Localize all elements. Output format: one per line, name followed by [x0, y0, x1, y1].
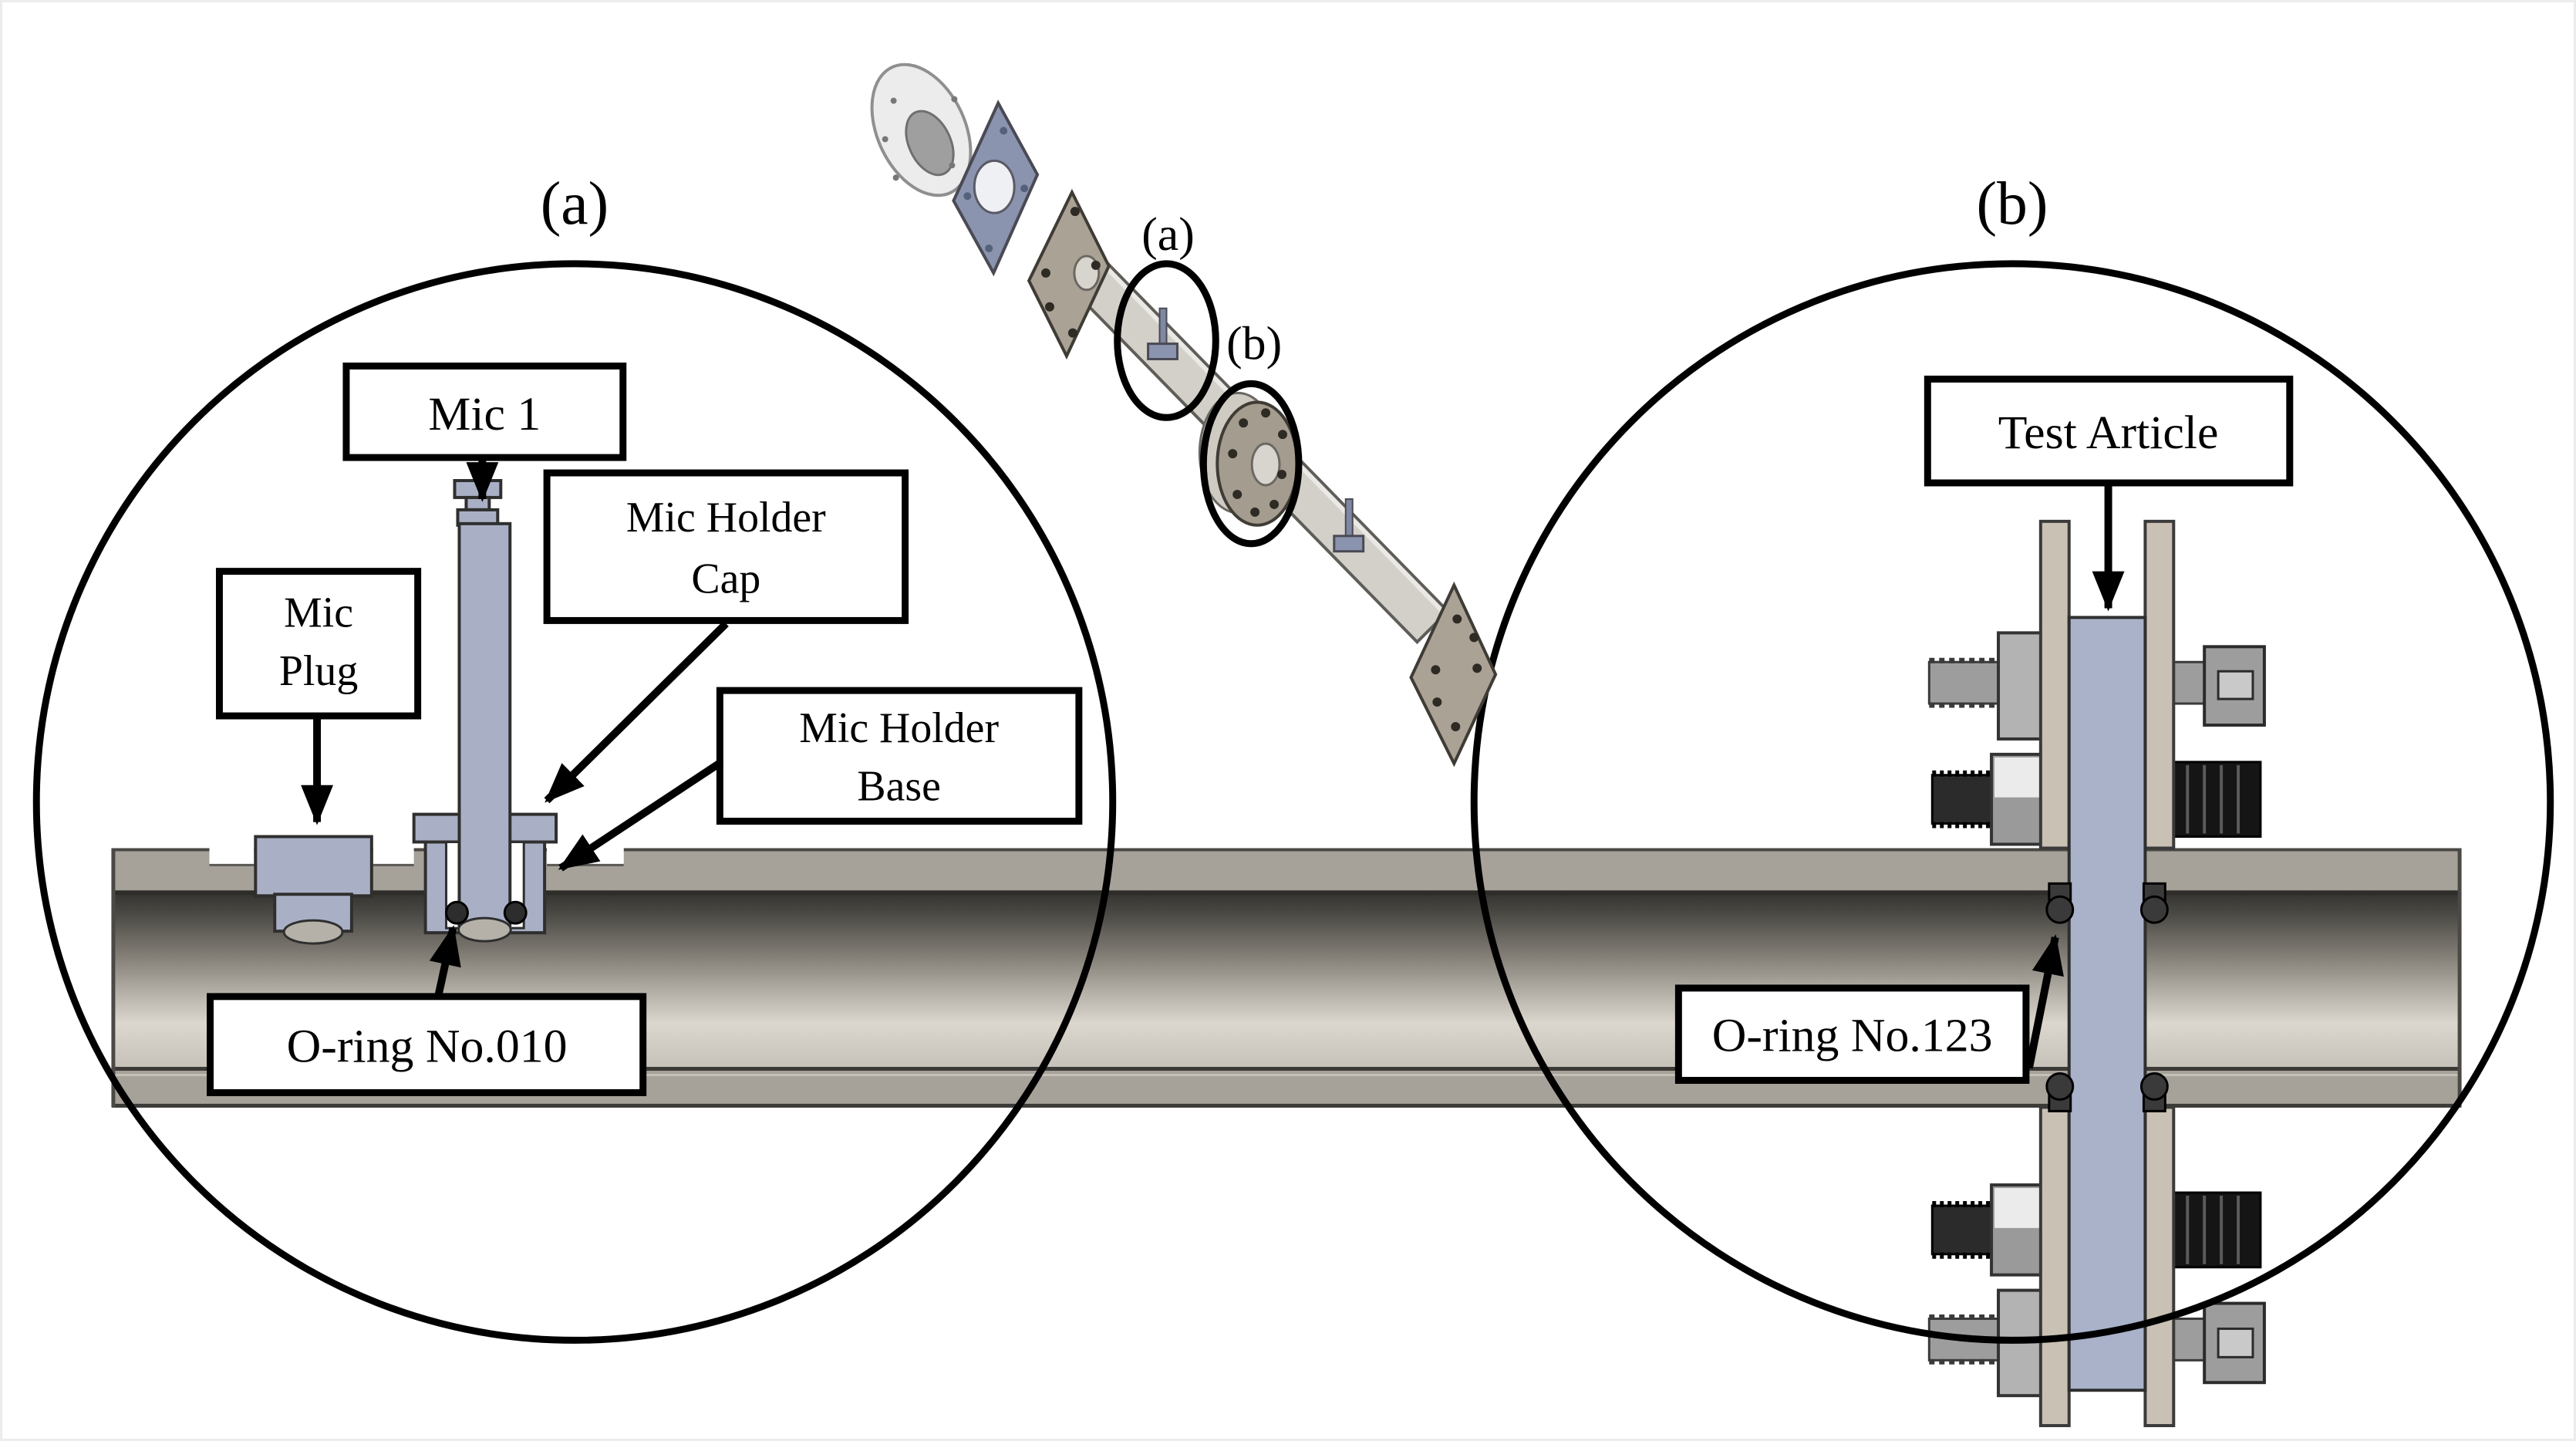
end-plate: [1409, 581, 1498, 768]
test-article-assembly: [1927, 519, 2266, 1428]
label-text: Plug: [279, 647, 358, 695]
test-article-slab: [2067, 616, 2147, 1392]
mic-plug: [254, 835, 373, 945]
stud-row-upper: [1930, 752, 2262, 846]
stud-row-lower: [1930, 1183, 2262, 1277]
mic-top-cap: [453, 479, 503, 499]
iso-mic-screw-1: [1147, 307, 1178, 361]
label-text: Test Article: [1998, 407, 2219, 459]
bolt-head-slot: [2217, 1327, 2254, 1358]
ring-spacer-bore: [905, 110, 955, 177]
flange-disk-bore: [1250, 442, 1281, 487]
o-ring-123-top-right: [2139, 895, 2169, 924]
mic-body: [457, 521, 512, 927]
label-mic-holder-cap: Mic Holder Cap: [543, 469, 909, 624]
label-mic-holder-base: Mic Holder Base: [716, 687, 1083, 825]
label-text: Mic Holder: [626, 494, 826, 542]
wall-step-notch: [209, 846, 255, 866]
panel-a-title: (a): [541, 170, 609, 238]
mic-plug-face: [282, 919, 344, 945]
arrow-mic-holder-cap: [544, 620, 729, 804]
label-oring-010: O-ring No.010: [207, 993, 647, 1096]
bolt-head-slot: [2217, 670, 2254, 700]
label-oring-123: O-ring No.123: [1674, 984, 2030, 1084]
callout-b-label: (b): [1226, 318, 1282, 370]
o-ring-010-left: [445, 900, 469, 925]
blue-plate-hole: [973, 159, 1016, 214]
o-ring-123-bottom-right: [2139, 1072, 2169, 1101]
mic-neck: [464, 495, 491, 511]
o-ring-123-set: [2045, 882, 2169, 1112]
mic-plug-body: [254, 835, 373, 898]
arrow-oring-123: [2025, 934, 2064, 1069]
arrow-mic-holder-base: [558, 758, 724, 872]
label-box: [716, 687, 1083, 825]
label-test-article: Test Article: [1924, 375, 2294, 487]
arrow-oring-010: [429, 925, 461, 996]
microphone: [453, 479, 512, 943]
flange-plate-left-upper: [2038, 519, 2071, 850]
label-box: [1674, 984, 2030, 1084]
callout-circle-b: [1199, 380, 1303, 548]
label-box: [215, 568, 422, 720]
o-ring-123-bottom-left: [2045, 1072, 2075, 1101]
detail-circle-b: [1470, 260, 2554, 1344]
label-text: O-ring No.010: [287, 1021, 568, 1073]
tan-flange-plate: [1027, 188, 1111, 360]
flange-plate-right-lower: [2143, 1105, 2176, 1428]
label-box: [207, 993, 647, 1096]
label-box: [543, 469, 909, 624]
label-text: Mic Holder: [799, 704, 999, 752]
label-text: Mic 1: [428, 388, 541, 440]
wall-step-notch: [373, 846, 414, 866]
exploded-assembly: (a) (b): [870, 62, 1498, 768]
callout-circle-a: [1114, 260, 1219, 421]
label-mic1: Mic 1: [342, 362, 627, 461]
label-text: O-ring No.123: [1712, 1010, 1993, 1062]
flange-plate-right-upper: [2143, 519, 2176, 850]
detail-circle-a: [32, 260, 1117, 1344]
callout-a-label: (a): [1141, 208, 1195, 261]
flange-plate-left-lower: [2038, 1105, 2071, 1428]
o-ring-010-right: [503, 900, 528, 925]
label-text: Base: [857, 763, 941, 811]
square-nut: [1997, 631, 2045, 741]
o-ring-123-top-left: [2045, 895, 2075, 924]
label-mic-plug: Mic Plug: [215, 568, 422, 720]
label-box: [1924, 375, 2294, 487]
label-text: Cap: [691, 555, 760, 603]
mic-diaphragm: [457, 916, 512, 943]
iso-mic-screw-2: [1333, 498, 1365, 553]
label-box: [342, 362, 627, 461]
label-text: Mic: [284, 589, 353, 636]
panel-b-title: (b): [1976, 170, 2048, 238]
